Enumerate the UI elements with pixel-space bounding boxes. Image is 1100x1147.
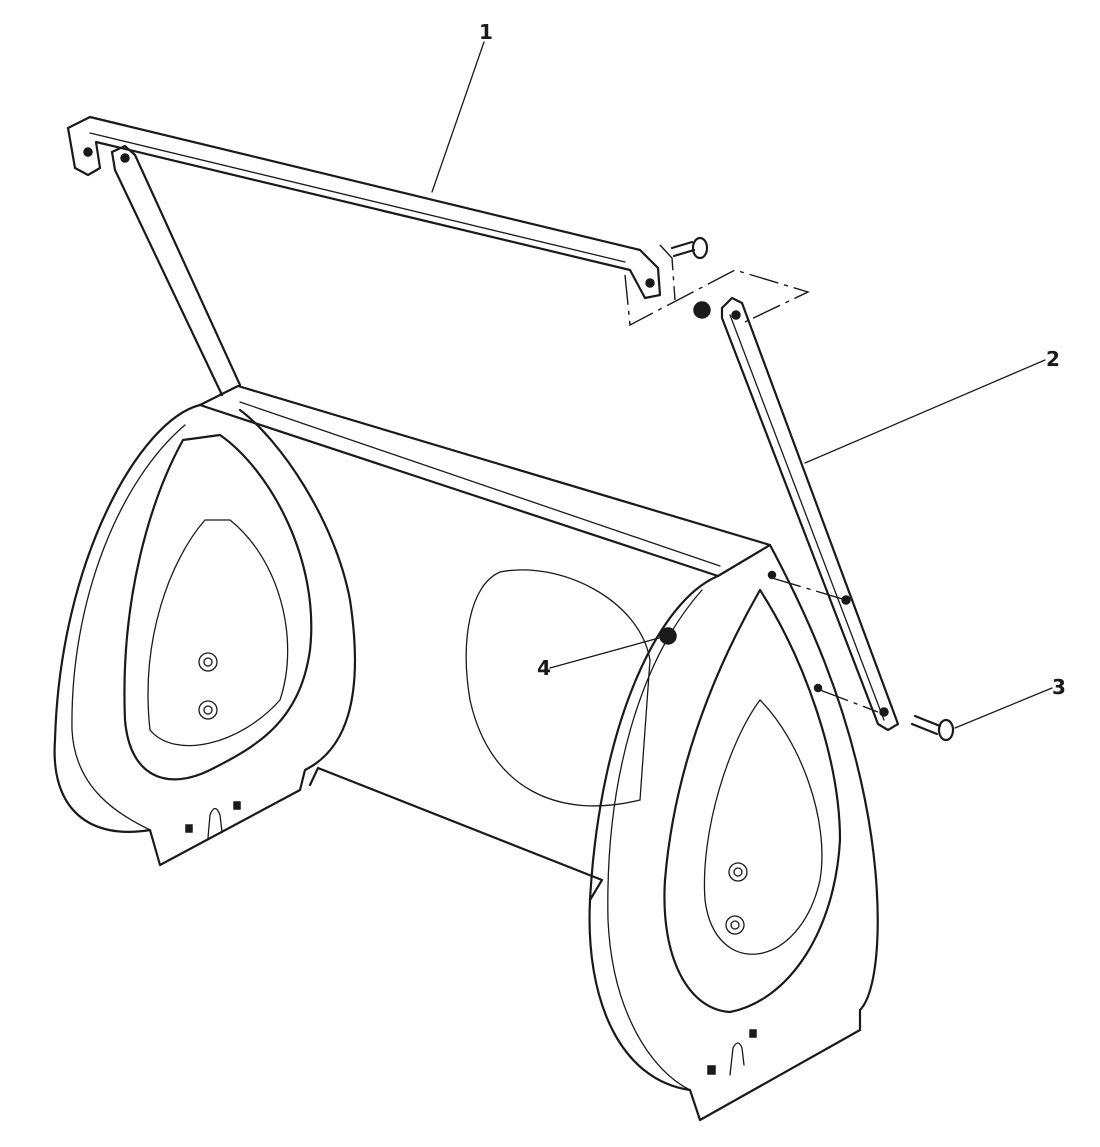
callout-3-label: 3 (1052, 675, 1066, 699)
bolt-hardware-upper (624, 236, 810, 327)
handle-bar-part-1 (66, 115, 662, 300)
frame-crossbar (198, 384, 772, 902)
callout-leaders (431, 41, 1053, 729)
bolt-part-3 (910, 714, 955, 742)
back-plate-outline (465, 569, 651, 807)
callout-4-label: 4 (537, 656, 551, 680)
left-strap (110, 144, 242, 397)
side-strap-part-2 (720, 296, 900, 732)
right-side-plate (588, 543, 879, 1122)
left-side-plate (53, 403, 357, 867)
callout-2-label: 2 (1046, 347, 1060, 371)
callout-1-label: 1 (479, 20, 493, 44)
